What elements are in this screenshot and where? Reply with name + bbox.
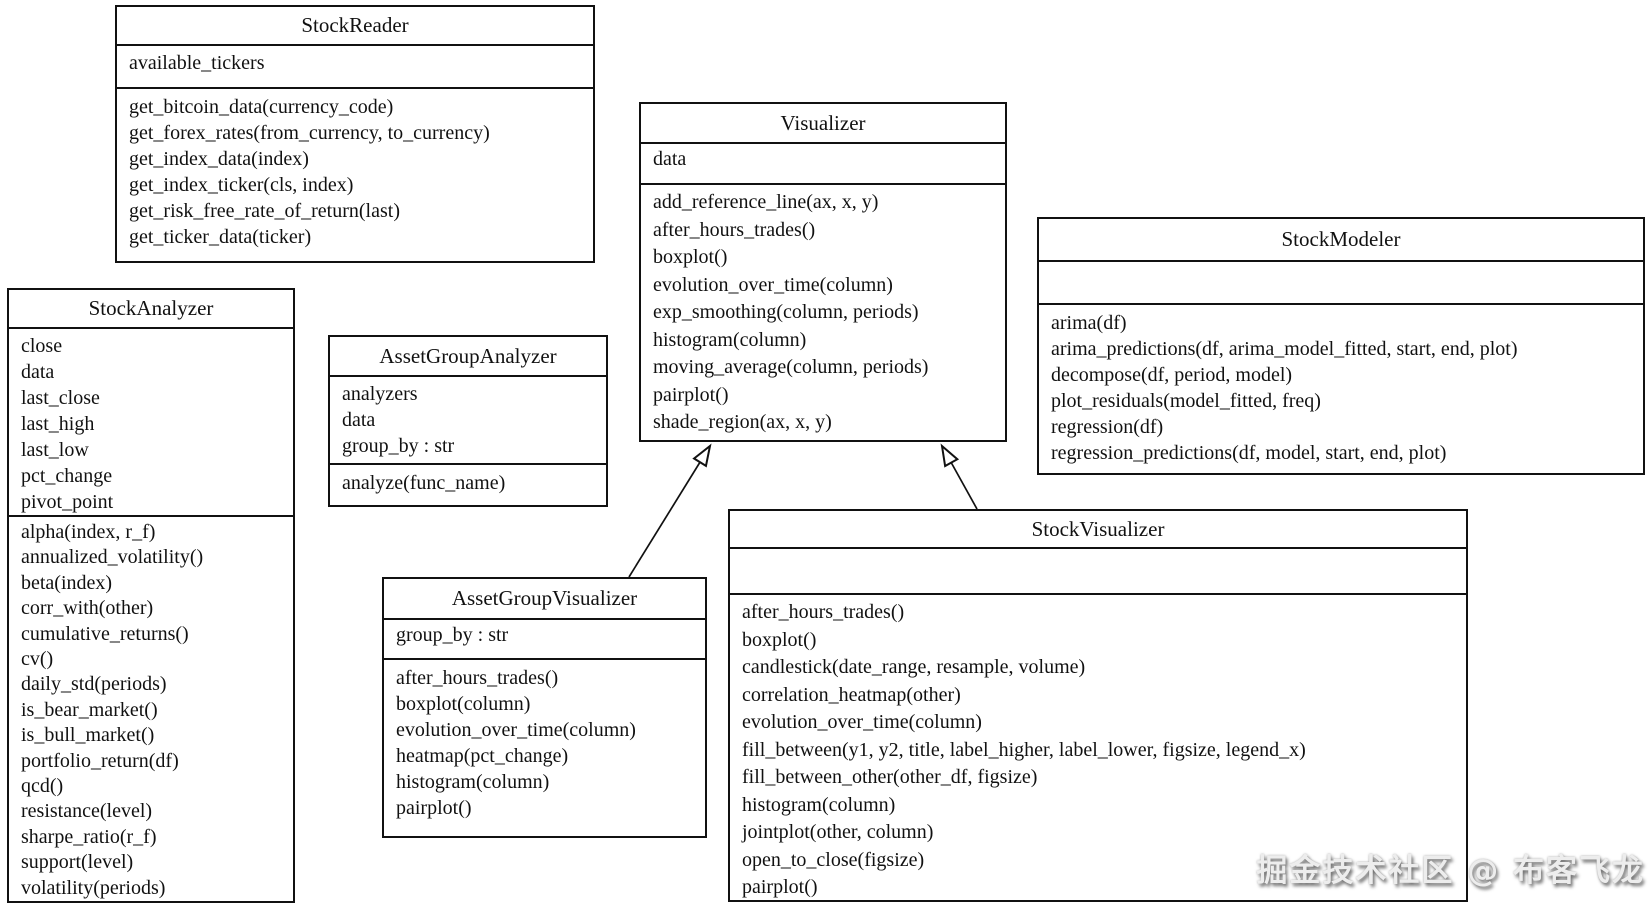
attribute: last_high [21, 413, 95, 435]
method: get_index_ticker(cls, index) [129, 174, 354, 196]
class-attributes: available_tickers [117, 46, 593, 89]
method: arima_predictions(df, arima_model_fitted… [1051, 338, 1518, 360]
method: after_hours_trades() [396, 667, 559, 689]
attribute: pivot_point [21, 491, 114, 513]
watermark: 掘金技术社区 @ 布客飞龙 [1256, 853, 1645, 889]
method: shade_region(ax, x, y) [653, 411, 832, 433]
method: add_reference_line(ax, x, y) [653, 191, 879, 213]
method: histogram(column) [653, 328, 807, 351]
attribute: group_by : str [342, 435, 455, 457]
class-title: StockReader [117, 7, 593, 46]
method: plot_residuals(model_fitted, freq) [1051, 390, 1321, 412]
class-attributes: group_by : str [384, 620, 705, 660]
class-title: AssetGroupAnalyzer [330, 337, 606, 377]
method: jointplot(other, column) [742, 821, 934, 843]
method: cv() [21, 648, 54, 671]
attribute: data [21, 361, 55, 383]
method: boxplot(column) [396, 693, 531, 715]
class-title: StockAnalyzer [9, 290, 293, 329]
class-methods: analyze(func_name) [330, 465, 606, 505]
method: portfolio_return(df) [21, 749, 179, 772]
class-attributes: close data last_close last_high last_low… [9, 329, 293, 517]
inheritance-arrow-stockvisualizer-to-visualizer [940, 443, 978, 510]
method: cumulative_returns() [21, 622, 189, 645]
method: correlation_heatmap(other) [742, 683, 961, 706]
method: qcd() [21, 775, 64, 798]
method: histogram(column) [742, 793, 896, 816]
class-title: StockModeler [1039, 219, 1643, 262]
class-methods: after_hours_trades() boxplot(column) evo… [384, 660, 705, 836]
class-title: Visualizer [641, 104, 1005, 144]
attribute: close [21, 335, 63, 357]
method: heatmap(pct_change) [396, 745, 569, 767]
method: is_bear_market() [21, 698, 158, 721]
method: get_bitcoin_data(currency_code) [129, 96, 394, 118]
method: annualized_volatility() [21, 546, 204, 569]
class-attributes: analyzers data group_by : str [330, 377, 606, 465]
method: alpha(index, r_f) [21, 521, 156, 543]
attribute: analyzers [342, 383, 418, 405]
attribute: data [653, 148, 687, 170]
method: boxplot() [653, 246, 728, 268]
method: beta(index) [21, 571, 113, 594]
method: corr_with(other) [21, 597, 154, 620]
class-title: StockVisualizer [730, 511, 1466, 549]
class-box-stockmodeler: StockModeler arima(df) arima_predictions… [1037, 217, 1645, 475]
method: evolution_over_time(column) [396, 719, 636, 741]
attribute: last_close [21, 387, 100, 409]
method: pairplot() [653, 383, 729, 406]
class-attributes [730, 549, 1466, 595]
method: daily_std(periods) [21, 673, 167, 696]
attribute: pct_change [21, 465, 113, 487]
method: boxplot() [742, 628, 817, 651]
class-methods: get_bitcoin_data(currency_code) get_fore… [117, 89, 593, 261]
method: open_to_close(figsize) [742, 848, 925, 871]
class-attributes [1039, 262, 1643, 305]
method: histogram(column) [396, 771, 550, 793]
method: volatility(periods) [21, 876, 166, 899]
class-box-stockvisualizer: StockVisualizer after_hours_trades() box… [728, 509, 1468, 902]
method: regression(df) [1051, 416, 1164, 438]
attribute: group_by : str [396, 624, 509, 646]
method: fill_between_other(other_df, figsize) [742, 766, 1038, 788]
method: pairplot() [396, 797, 472, 819]
attribute: data [342, 409, 376, 431]
method: moving_average(column, periods) [653, 356, 929, 378]
attribute: last_low [21, 439, 89, 461]
method: after_hours_trades() [653, 218, 816, 241]
method: exp_smoothing(column, periods) [653, 301, 919, 323]
class-box-visualizer: Visualizer data add_reference_line(ax, x… [639, 102, 1007, 442]
method: resistance(level) [21, 800, 153, 823]
class-methods: add_reference_line(ax, x, y) after_hours… [641, 185, 1005, 440]
class-box-stockanalyzer: StockAnalyzer close data last_close last… [7, 288, 295, 903]
method: arima(df) [1051, 312, 1127, 334]
class-box-stockreader: StockReader available_tickers get_bitcoi… [115, 5, 595, 263]
method: decompose(df, period, model) [1051, 364, 1293, 386]
method: pairplot() [742, 876, 818, 898]
class-title: AssetGroupVisualizer [384, 579, 705, 620]
class-attributes: data [641, 144, 1005, 185]
method: get_risk_free_rate_of_return(last) [129, 200, 400, 222]
method: get_forex_rates(from_currency, to_curren… [129, 122, 490, 144]
attribute: available_tickers [129, 52, 265, 74]
class-box-assetgroupanalyzer: AssetGroupAnalyzer analyzers data group_… [328, 335, 608, 507]
class-box-assetgroupvisualizer: AssetGroupVisualizer group_by : str afte… [382, 577, 707, 838]
method: regression_predictions(df, model, start,… [1051, 442, 1447, 464]
method: analyze(func_name) [342, 472, 506, 494]
class-methods: alpha(index, r_f) annualized_volatility(… [9, 517, 293, 901]
method: fill_between(y1, y2, title, label_higher… [742, 738, 1306, 761]
method: is_bull_market() [21, 724, 155, 747]
method: evolution_over_time(column) [742, 711, 982, 733]
method: after_hours_trades() [742, 601, 905, 623]
method: candlestick(date_range, resample, volume… [742, 656, 1086, 678]
method: sharpe_ratio(r_f) [21, 825, 157, 848]
class-methods: arima(df) arima_predictions(df, arima_mo… [1039, 305, 1643, 473]
class-methods: after_hours_trades() boxplot() candlesti… [730, 595, 1466, 900]
method: get_ticker_data(ticker) [129, 226, 312, 248]
inheritance-arrow-assetgroupvisualizer-to-visualizer [628, 443, 712, 578]
method: support(level) [21, 851, 134, 874]
method: evolution_over_time(column) [653, 273, 893, 296]
method: get_index_data(index) [129, 148, 309, 170]
